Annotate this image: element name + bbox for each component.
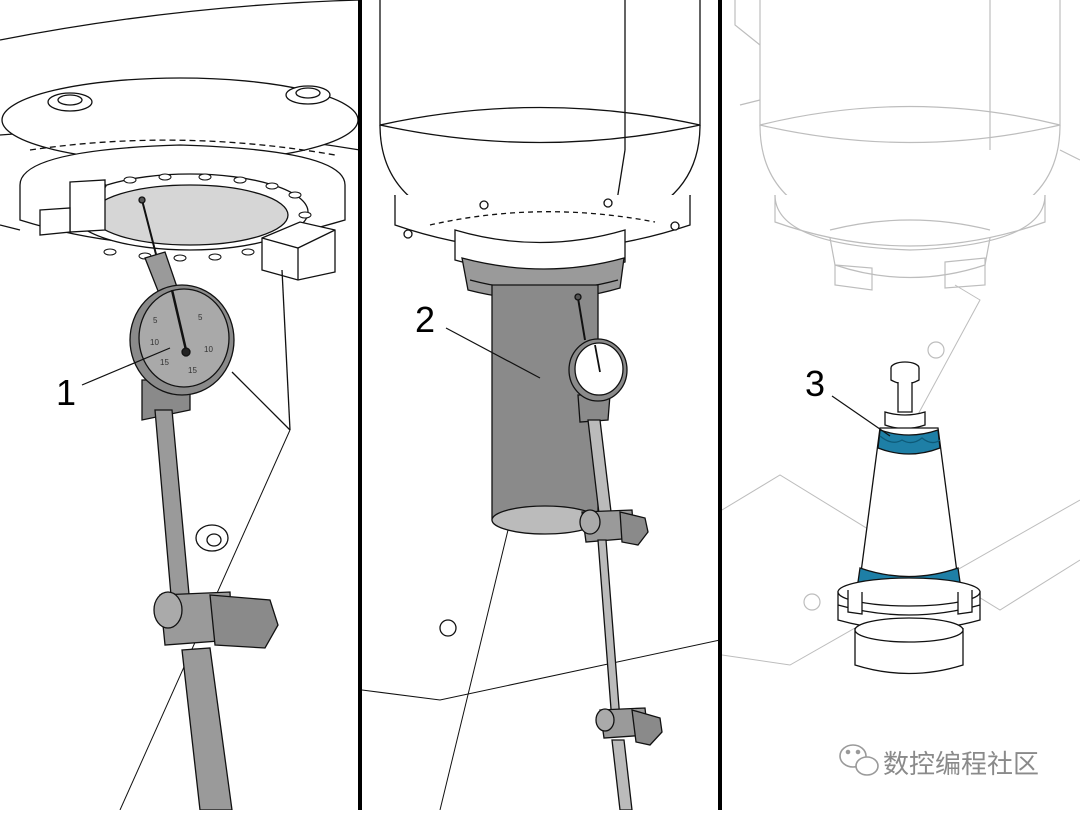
drive-key-left (69, 179, 106, 233)
panel-3-toolholder-taper (722, 0, 1080, 666)
magnetic-base-column (181, 647, 233, 810)
indicator-rod-upper (154, 409, 191, 608)
dial-mark-right-5: 5 (198, 313, 203, 322)
ghost-spindle-housing (759, 0, 1061, 126)
panel-2-test-bar-in-spindle (362, 0, 720, 810)
panel-1-dial-indicator-on-spindle-face (0, 0, 360, 810)
dial-needle (170, 289, 188, 351)
callout-3-leader (831, 395, 891, 437)
dial-mark-left-15: 15 (160, 358, 169, 367)
dial-mark-left-5: 5 (153, 316, 158, 325)
callout-1-leader (81, 347, 171, 386)
dial-mark-left-10: 10 (150, 338, 159, 347)
panel-divider-2 (718, 0, 722, 810)
indicator-stylus (141, 199, 159, 263)
callout-2-leader (445, 327, 541, 379)
watermark-text: 数控编程社区 (883, 750, 1039, 780)
callout-2-label: 2 (415, 299, 435, 340)
panel-divider-1 (358, 0, 362, 810)
watermark: 数控编程社区 (839, 744, 1039, 780)
spindle-housing (379, 0, 701, 126)
callout-1-label: 1 (56, 372, 76, 413)
wechat-icon (839, 744, 879, 776)
clamp-knob (209, 594, 279, 649)
dial-mark-right-15: 15 (188, 366, 197, 375)
callout-3-label: 3 (805, 363, 825, 404)
spindle-head-edge (0, 0, 360, 41)
spindle-bore (91, 184, 289, 246)
dial-1-scale: 5 5 10 10 15 15 (150, 313, 213, 375)
dial-mark-right-10: 10 (204, 345, 213, 354)
toolholder (837, 361, 981, 675)
